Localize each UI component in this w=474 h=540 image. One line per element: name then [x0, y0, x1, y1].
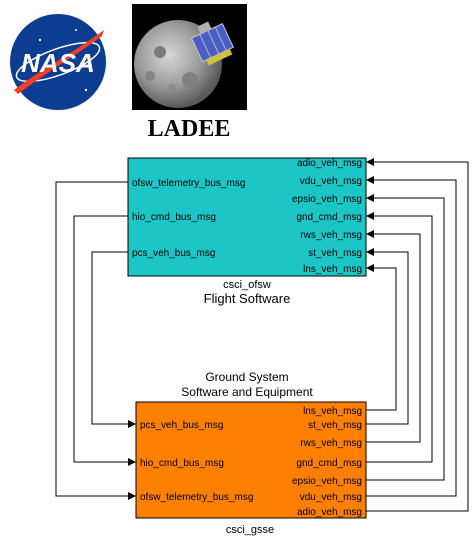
ladee-caption: LADEE	[148, 116, 231, 142]
fsw-in-port-st-veh-msg: st_veh_msg	[308, 248, 362, 259]
wire-epsio-veh-msg	[366, 194, 445, 481]
fsw-in-port-pcs-veh-bus-msg: pcs_veh_bus_msg	[132, 248, 215, 259]
gsse-in-port-st-veh-msg: st_veh_msg	[308, 420, 362, 431]
fsw-in-port-rws-veh-msg: rws_veh_msg	[300, 230, 362, 241]
nasa-logo-text: NASA	[21, 48, 95, 78]
fsw-block-body[interactable]	[127, 157, 367, 277]
gsse-block-name: csci_gsse	[226, 524, 274, 536]
gsse-in-port-lns-veh-msg: lns_veh_msg	[303, 406, 362, 417]
gsse-in-port-vdu-veh-msg: vdu_veh_msg	[300, 492, 362, 503]
gsse-block-body[interactable]	[135, 401, 367, 519]
gsse-in-port-ofsw-telemetry-bus-msg: ofsw_telemetry_bus_msg	[140, 492, 253, 503]
wire-gnd-cmd-msg	[366, 212, 433, 463]
gsse-in-port-rws-veh-msg: rws_veh_msg	[300, 438, 362, 449]
gsse-title-line1: Ground System	[205, 370, 288, 384]
wire-vdu-veh-msg	[366, 176, 457, 497]
gsse-title-line2: Software and Equipment	[181, 385, 313, 399]
gsse-in-port-gnd-cmd-msg: gnd_cmd_msg	[296, 458, 362, 469]
fsw-in-port-hio-cmd-bus-msg: hio_cmd_bus_msg	[132, 212, 216, 223]
wire-rws-veh-msg	[366, 230, 421, 443]
fsw-in-port-lns-veh-msg: lns_veh_msg	[303, 264, 362, 275]
gsse-in-port-epsio-veh-msg: epsio_veh_msg	[292, 476, 362, 487]
fsw-in-port-adio-veh-msg: adio_veh_msg	[297, 158, 362, 169]
gsse-block[interactable]: pcs_veh_bus_msg hio_cmd_bus_msg ofsw_telem…	[135, 401, 367, 519]
fsw-in-port-epsio-veh-msg: epsio_veh_msg	[292, 194, 362, 205]
wire-st-veh-msg	[366, 248, 409, 425]
fsw-in-port-gnd-cmd-msg: gnd_cmd_msg	[296, 212, 362, 223]
ladee-mission-image	[132, 4, 247, 110]
gsse-in-port-adio-veh-msg: adio_veh_msg	[297, 507, 362, 518]
fsw-in-port-vdu-veh-msg: vdu_veh_msg	[300, 176, 362, 187]
wire-hio-cmd-bus-msg	[73, 215, 136, 466]
nasa-logo: NASA	[10, 14, 106, 110]
wire-pcs-veh-bus-msg	[91, 251, 136, 428]
wire-ofsw-telemetry-bus-msg	[55, 181, 136, 500]
gsse-in-port-pcs-veh-bus-msg: pcs_veh_bus_msg	[140, 420, 223, 431]
wire-adio-veh-msg	[366, 158, 469, 512]
fsw-block-title: Flight Software	[204, 291, 291, 306]
wire-lns-veh-msg	[366, 264, 397, 411]
fsw-block-name: csci_ofsw	[223, 279, 271, 291]
fsw-in-port-ofsw-telemetry-bus-msg: ofsw_telemetry_bus_msg	[132, 178, 245, 189]
spacecraft-icon	[190, 21, 235, 66]
connections	[55, 158, 469, 512]
nasa-swoosh	[14, 30, 104, 94]
gsse-in-port-hio-cmd-bus-msg: hio_cmd_bus_msg	[140, 458, 224, 469]
fsw-block[interactable]: ofsw_telemetry_bus_msg hio_cmd_bus_msgpcs…	[127, 157, 367, 277]
